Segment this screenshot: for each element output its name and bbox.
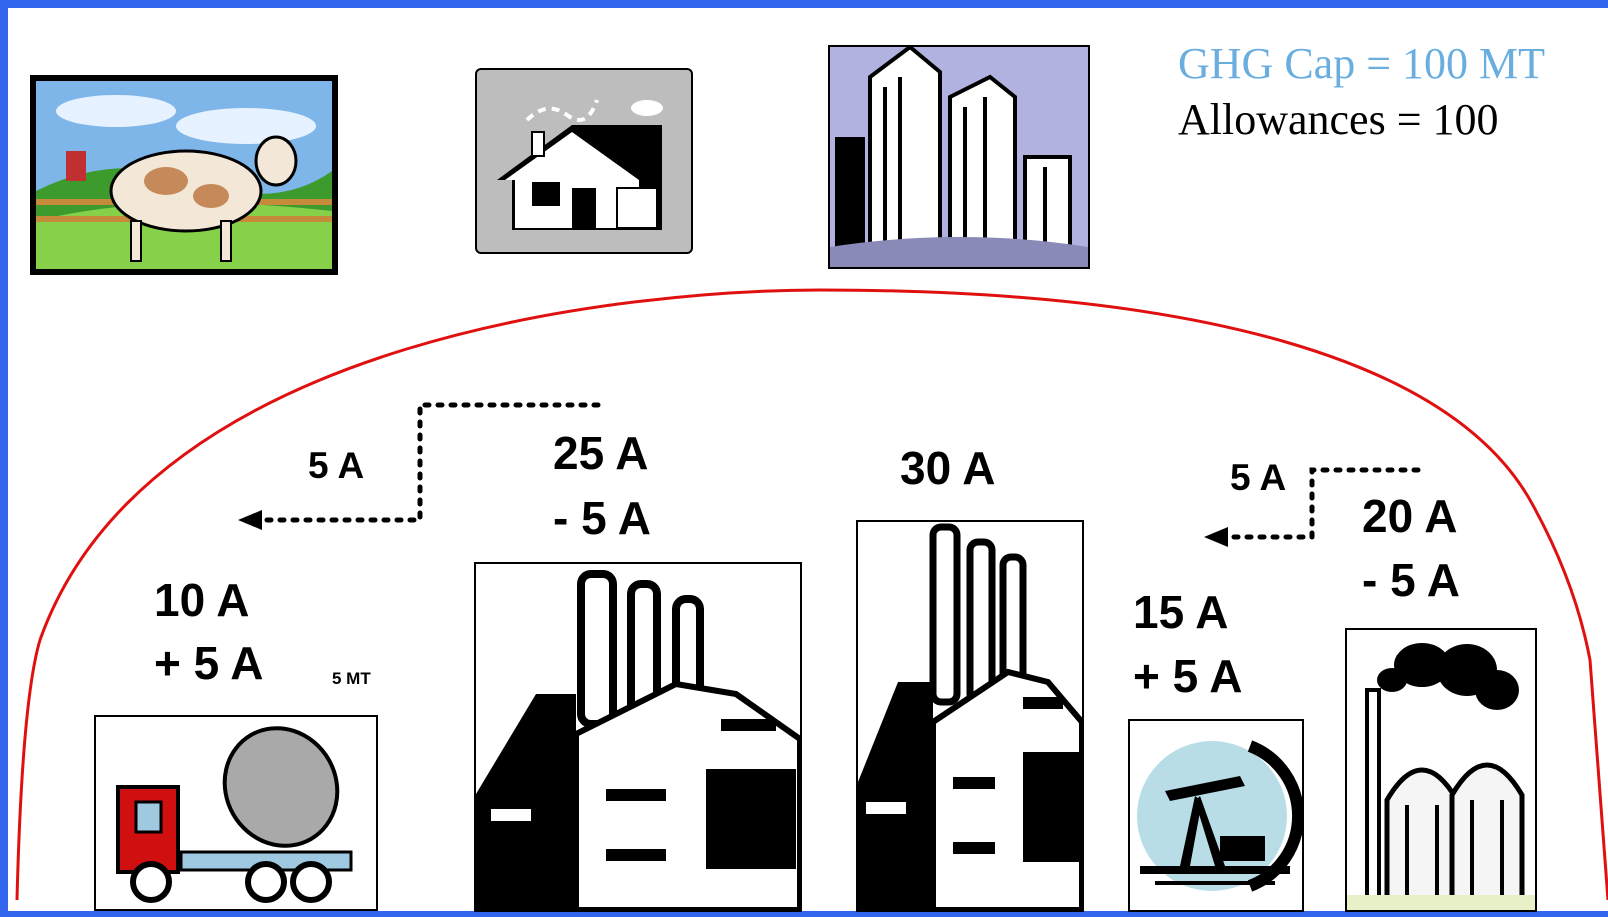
factory-a-allowance-base: 25 A	[553, 427, 649, 479]
factory-a-image	[474, 562, 802, 912]
cow-pasture-icon	[36, 81, 332, 269]
house-icon	[497, 99, 663, 230]
trade-label-right: 5 A	[1230, 457, 1287, 498]
oil-pump-icon	[1137, 740, 1302, 892]
allowances-label: Allowances = 100	[1178, 95, 1499, 144]
factory-b-image	[856, 520, 1084, 912]
factory-icon	[858, 523, 1082, 910]
cement-truck-image	[94, 715, 378, 911]
farm-cow-image	[30, 75, 338, 275]
cement-truck-icon	[116, 726, 353, 903]
house-image	[475, 68, 693, 254]
cement-emission-note: 5 MT	[332, 669, 371, 688]
trade-label-left: 5 A	[308, 445, 365, 486]
refinery-image	[1345, 628, 1537, 912]
skyscrapers-icon	[830, 47, 1088, 267]
oil-allowance-change: + 5 A	[1133, 650, 1243, 702]
city-image	[828, 45, 1090, 269]
oil-allowance-base: 15 A	[1133, 586, 1229, 638]
refinery-icon	[1347, 643, 1535, 910]
refinery-allowance-change: - 5 A	[1362, 554, 1460, 606]
refinery-allowance-base: 20 A	[1362, 490, 1458, 542]
factory-a-allowance-change: - 5 A	[553, 492, 651, 544]
ghg-cap-label: GHG Cap = 100 MT	[1178, 39, 1546, 88]
cement-allowance-base: 10 A	[154, 574, 250, 626]
cement-allowance-change: + 5 A	[154, 637, 264, 689]
factory-icon	[476, 570, 800, 910]
oil-pump-image	[1128, 719, 1304, 912]
factory-b-allowance: 30 A	[900, 442, 996, 494]
